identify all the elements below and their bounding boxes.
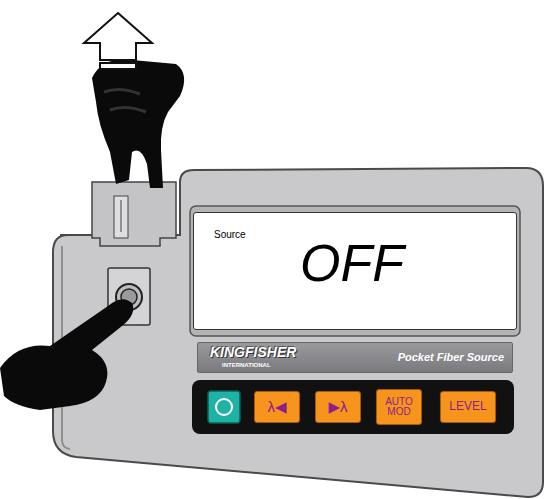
- product-name: Pocket Fiber Source: [398, 351, 504, 363]
- hand: [0, 299, 133, 410]
- button-label: ▶λ: [328, 399, 347, 416]
- pull-arrow: [84, 13, 152, 60]
- screen-bezel: [190, 206, 520, 336]
- dust-cap: [92, 182, 176, 246]
- display-value: OFF: [194, 235, 510, 292]
- power-button: [208, 391, 240, 423]
- level-button: LEVEL: [440, 391, 496, 423]
- wavelength-button: ▶λ: [315, 391, 361, 423]
- button-panel: [192, 380, 514, 434]
- power-symbol: [216, 399, 232, 415]
- cap-slot: [114, 196, 128, 238]
- arrow-bar: [100, 63, 136, 69]
- button-label: LEVEL: [449, 400, 486, 413]
- brand-subtitle: INTERNATIONAL: [222, 362, 271, 369]
- hand-folds: [104, 89, 146, 112]
- button-label: AUTO MOD: [382, 397, 416, 418]
- hand: [92, 59, 184, 188]
- logo-band: KINGFISHER INTERNATIONAL Pocket Fiber Sour…: [197, 342, 513, 373]
- display-label: Source: [214, 229, 246, 240]
- lcd-screen: SourceOFF: [193, 212, 517, 330]
- wavelength-button: λ◀: [254, 391, 300, 423]
- cap-line: [121, 200, 122, 232]
- button-label: λ◀: [267, 399, 286, 416]
- device-housing: [53, 168, 543, 497]
- auto-mod-button: AUTO MOD: [376, 389, 422, 425]
- brand-logo: KINGFISHER: [210, 345, 296, 360]
